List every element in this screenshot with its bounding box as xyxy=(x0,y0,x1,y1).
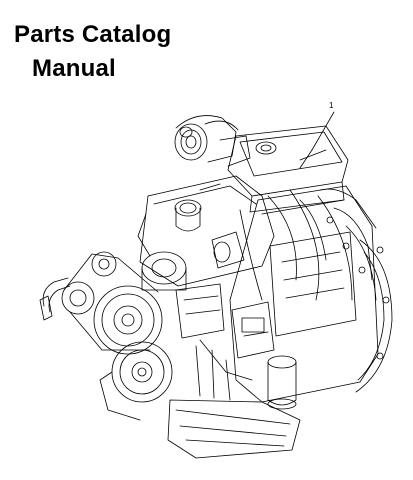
oil-filter xyxy=(267,355,297,410)
intake-manifold xyxy=(137,175,275,287)
flywheel-housing xyxy=(355,239,393,393)
ecu-module xyxy=(231,301,275,359)
callout-leader: 1 xyxy=(299,101,335,169)
block-detail-lines xyxy=(175,283,253,401)
title-line-manual: Manual xyxy=(32,55,116,82)
alternator xyxy=(141,251,187,291)
document-title: Parts Catalog Manual xyxy=(14,18,171,86)
engine-block xyxy=(229,185,379,403)
title-line-parts-catalog: Parts Catalog xyxy=(14,21,172,48)
valve-cover xyxy=(227,125,349,213)
coolant-hose xyxy=(39,277,71,321)
front-pulley-assembly xyxy=(61,251,163,355)
callout-number: 1 xyxy=(329,101,334,110)
vibration-damper xyxy=(99,341,173,421)
oil-pan xyxy=(167,399,301,459)
turbocharger xyxy=(174,115,251,167)
fuel-lines xyxy=(239,188,377,301)
